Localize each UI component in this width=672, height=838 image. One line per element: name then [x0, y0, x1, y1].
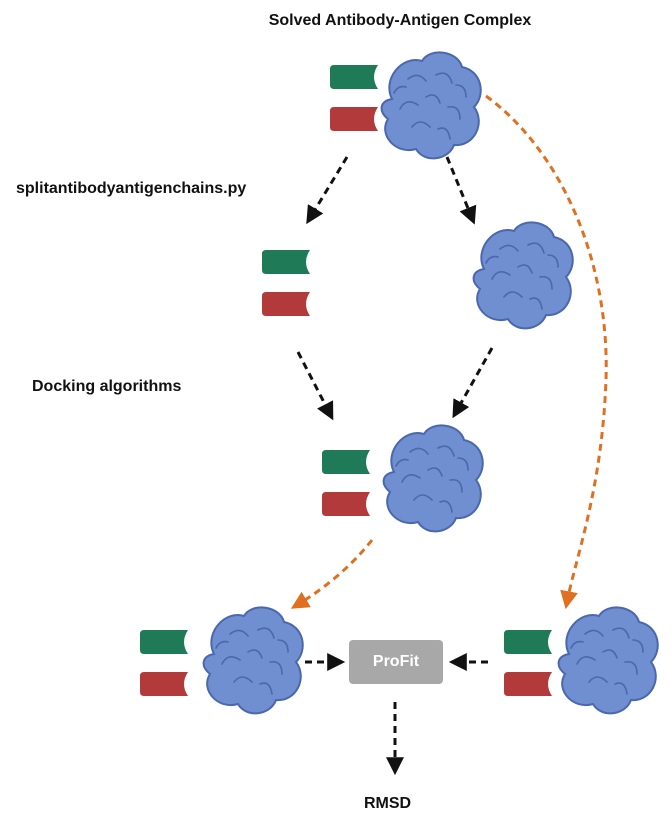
docked-to-model-arrow-icon [290, 539, 374, 609]
diagram-title: Solved Antibody-Antigen Complex [268, 12, 532, 29]
split-step-label: splitantibodyantigenchains.py [16, 180, 247, 197]
bottom-right-light-chain-icon [504, 672, 552, 696]
rmsd-label: RMSD [364, 795, 412, 812]
profit-box: ProFit [349, 640, 443, 684]
bottom-left-heavy-chain-icon [140, 630, 188, 654]
bottom-right-antigen-icon [557, 606, 659, 715]
split-heavy-chain-icon [262, 250, 310, 274]
split-antigen-icon [472, 221, 574, 330]
split-antigen-arrow-icon [445, 156, 477, 225]
bottom-right-heavy-chain-icon [504, 630, 552, 654]
bottom-left-light-chain-icon [140, 672, 188, 696]
docked-light-chain-icon [322, 492, 370, 516]
docked-antigen-icon [382, 424, 484, 533]
complex-top-heavy-chain-icon [330, 65, 378, 89]
complex-top-light-chain-icon [330, 107, 378, 131]
docked-heavy-chain-icon [322, 450, 370, 474]
bottom-left-antigen-icon [202, 606, 304, 715]
complex-top-antigen-icon [380, 51, 482, 160]
split-antibody-arrow-icon [306, 156, 349, 225]
split-light-chain-icon [262, 292, 310, 316]
dock-antibody-arrow-icon [296, 351, 334, 421]
reference-path-arrow-icon [485, 94, 608, 610]
docking-step-label: Docking algorithms [32, 378, 182, 395]
dock-antigen-arrow-icon [452, 347, 494, 419]
